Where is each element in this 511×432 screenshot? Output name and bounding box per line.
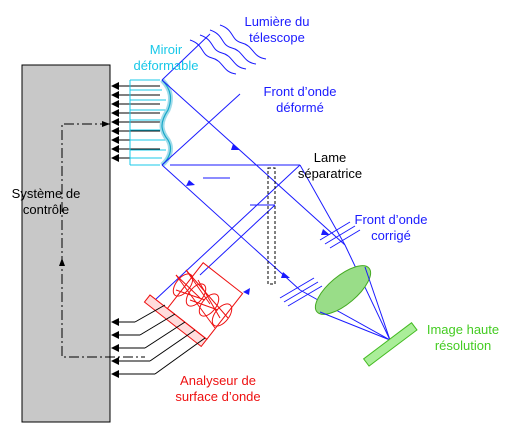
beam-splitter bbox=[267, 167, 276, 285]
deformable-mirror-line-2: déformable bbox=[133, 58, 199, 73]
focus-rays bbox=[319, 266, 391, 341]
mirror-control-lines bbox=[111, 82, 160, 162]
corrected-wavefront-line-1: Front d’onde bbox=[354, 212, 428, 227]
beam-splitter-line-2: séparatrice bbox=[297, 166, 363, 181]
telescope-light-line-1: Lumière du bbox=[244, 14, 310, 29]
focusing-lens bbox=[314, 265, 372, 315]
high-res-image-line-2: résolution bbox=[434, 338, 492, 353]
corrected-wavefront-line-2: corrigé bbox=[371, 228, 411, 243]
corrected-wavefront-label: Front d’onde corrigé bbox=[345, 212, 437, 244]
wavefront-sensor-line-1: Analyseur de bbox=[180, 373, 256, 388]
incoming-beam bbox=[161, 33, 241, 166]
beam-splitter-label: Lame séparatrice bbox=[290, 150, 370, 182]
deformed-wavefront-label: Front d’onde déformé bbox=[252, 84, 348, 116]
telescope-light-line-2: télescope bbox=[249, 30, 305, 45]
deformable-mirror bbox=[129, 78, 173, 167]
beam-splitter-line-1: Lame bbox=[313, 150, 347, 165]
high-res-image-line-1: Image haute bbox=[426, 322, 500, 337]
feedback-arrow bbox=[59, 258, 65, 266]
deformable-mirror-label: Miroir déformable bbox=[128, 42, 204, 74]
high-res-image-label: Image haute résolution bbox=[418, 322, 508, 354]
corrected-wavefronts bbox=[279, 221, 361, 307]
beam-direction-arrows bbox=[186, 144, 330, 295]
wavefront-sensor-line-2: surface d’onde bbox=[175, 389, 261, 404]
control-system-line-2: contrôle bbox=[22, 202, 70, 217]
control-system-label: Système de contrôle bbox=[0, 186, 92, 218]
feedback-loop-line bbox=[61, 123, 145, 358]
deformed-wavefront-line-2: déformé bbox=[276, 100, 324, 115]
deformed-wavefront-line-1: Front d’onde bbox=[263, 84, 337, 99]
main-beam bbox=[154, 79, 391, 341]
deformable-mirror-line-1: Miroir bbox=[149, 42, 183, 57]
telescope-light-label: Lumière du télescope bbox=[222, 14, 332, 46]
analyzer-signal-lines bbox=[111, 304, 206, 378]
control-system-line-1: Système de bbox=[11, 186, 81, 201]
control-system-box bbox=[21, 64, 111, 423]
wavefront-analyzer bbox=[143, 262, 244, 348]
incoming-wavefronts bbox=[189, 24, 267, 75]
image-plate bbox=[362, 322, 418, 367]
feedback-arrow-top bbox=[102, 121, 110, 127]
wavefront-sensor-label: Analyseur de surface d’onde bbox=[165, 373, 271, 405]
